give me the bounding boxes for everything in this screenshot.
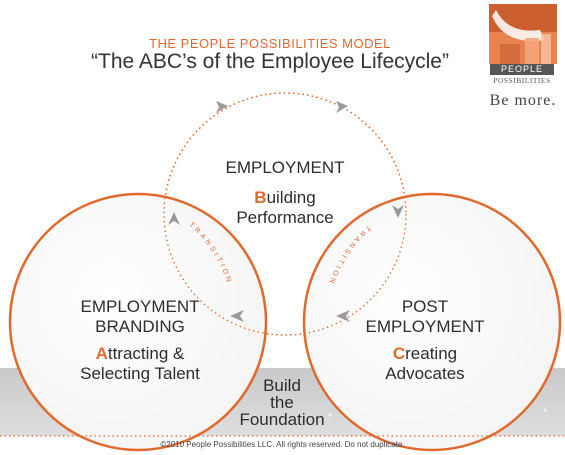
post-heading-1: POST bbox=[401, 297, 449, 316]
employment-line1-rest: uilding bbox=[266, 188, 316, 207]
post-desc-line1: Creating bbox=[335, 344, 515, 364]
branding-desc-line1: Attracting & bbox=[55, 344, 225, 364]
post-desc-line2: Advocates bbox=[385, 364, 465, 383]
post-employment-circle bbox=[302, 192, 562, 452]
copyright-footer: ©2010 People Possibilities LLC. All righ… bbox=[160, 440, 405, 449]
post-employment-label: POST EMPLOYMENT Creating Advocates bbox=[335, 297, 515, 384]
logo-word-people: PEOPLE bbox=[490, 64, 554, 75]
employment-heading: EMPLOYMENT bbox=[225, 158, 345, 177]
employment-desc-line2: Performance bbox=[236, 208, 334, 227]
branding-desc-line2: Selecting Talent bbox=[80, 364, 200, 383]
foundation-line1: Build bbox=[263, 376, 301, 395]
model-title: THE PEOPLE POSSIBILITIES MODEL bbox=[149, 36, 391, 51]
employment-branding-label: EMPLOYMENT BRANDING Attracting & Selecti… bbox=[55, 297, 225, 384]
chevron-arrow-icon bbox=[392, 205, 404, 218]
foundation-label: Build the Foundation bbox=[222, 377, 342, 428]
employment-circle-overlay bbox=[163, 92, 407, 336]
foundation-line3: Foundation bbox=[239, 410, 325, 429]
chevron-arrow-icon bbox=[216, 101, 228, 113]
model-subtitle: “The ABC’s of the Employee Lifecycle” bbox=[91, 50, 449, 73]
branding-heading-2: BRANDING bbox=[95, 317, 185, 336]
chevron-arrow-icon bbox=[336, 310, 350, 322]
employment-initial: B bbox=[254, 188, 267, 207]
chevron-arrow-icon bbox=[336, 101, 348, 113]
branding-line1-rest: ttracting & bbox=[107, 344, 185, 363]
post-initial: C bbox=[392, 344, 406, 363]
post-heading-2: EMPLOYMENT bbox=[365, 317, 485, 336]
people-possibilities-logo bbox=[489, 4, 557, 64]
employment-label: EMPLOYMENT Building Performance bbox=[210, 158, 360, 228]
chevron-arrow-icon bbox=[168, 212, 180, 225]
employment-desc-line1: Building bbox=[210, 188, 360, 208]
branding-heading-1: EMPLOYMENT bbox=[80, 297, 200, 316]
logo-tagline: Be more. bbox=[489, 92, 557, 109]
post-line1-rest: reating bbox=[405, 344, 458, 363]
chevron-arrow-icon bbox=[230, 310, 244, 322]
employment-branding-circle bbox=[8, 192, 268, 452]
logo-word-possibilities: POSSIBILITIES bbox=[493, 76, 551, 85]
foundation-line2: the bbox=[270, 393, 294, 412]
branding-initial: A bbox=[95, 344, 108, 363]
